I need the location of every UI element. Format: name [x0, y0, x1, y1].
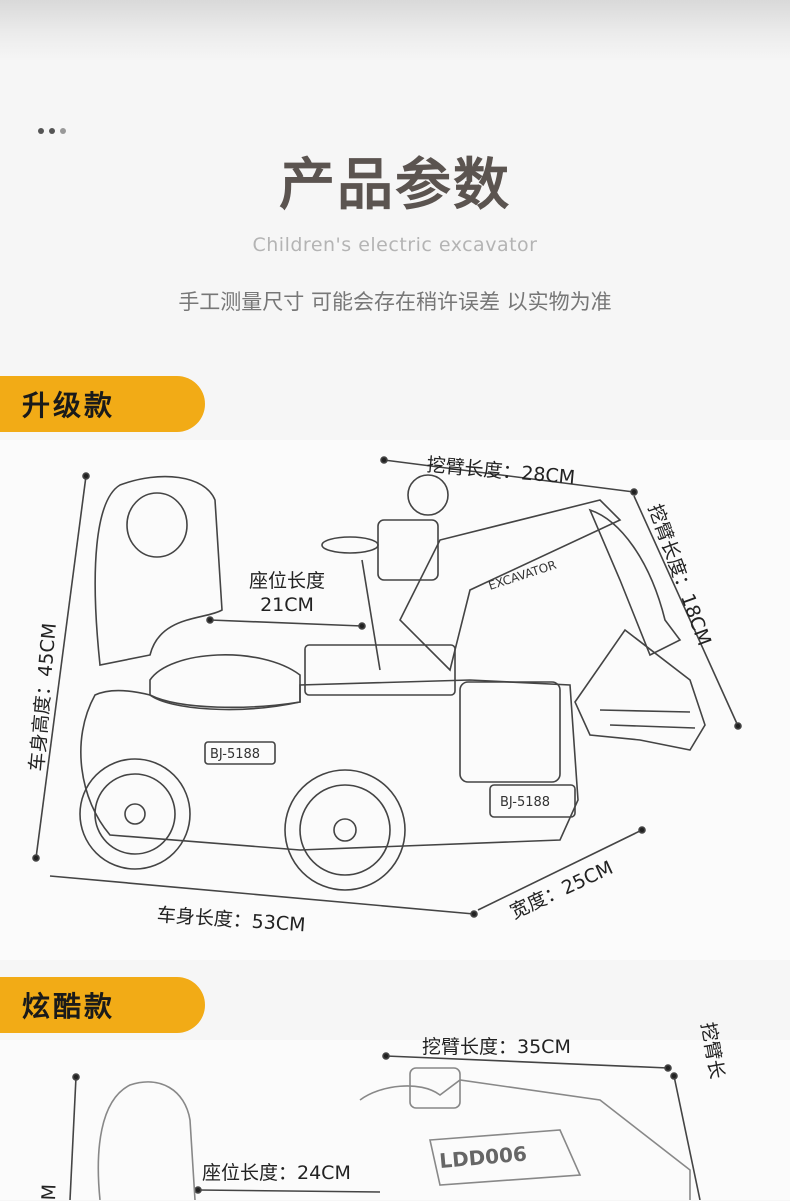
seat-length-value: 21CM — [260, 594, 314, 616]
arm-length-label-2: 挖臂长度：35CM — [422, 1036, 571, 1058]
section-badge-upgrade: 升级款 — [0, 376, 205, 432]
side-plate-decal: BJ-5188 — [210, 747, 260, 762]
model-decal: LDD006 — [438, 1141, 527, 1173]
excavator-line-drawing-2: LDD006 — [69, 1052, 701, 1200]
product-diagram-upgrade: EXCAVATOR BJ-5188 BJ-5188 挖臂长度：28CM 挖臂长度… — [0, 440, 790, 960]
seat-length-label-2: 座位长度：24CM — [202, 1162, 351, 1184]
product-diagram-cool: LDD006 挖臂长度：35CM 挖臂长 座位长度：24CM M — [0, 1021, 790, 1201]
page-title: 产品参数 — [279, 153, 511, 218]
section-badge-cool: 炫酷款 — [0, 977, 205, 1033]
english-subtitle: Children's electric excavator — [252, 234, 538, 256]
seat-length-label: 座位长度 — [248, 570, 325, 592]
body-height-label-2: M — [38, 1183, 61, 1201]
decorative-dots — [38, 128, 66, 134]
measurement-note: 手工测量尺寸 可能会存在稍许误差 以实物为准 — [178, 290, 612, 314]
excavator-line-drawing: EXCAVATOR BJ-5188 BJ-5188 — [32, 456, 742, 918]
excavator-decal: EXCAVATOR — [487, 558, 558, 593]
front-plate-decal: BJ-5188 — [500, 795, 550, 810]
top-photo-strip — [0, 0, 790, 62]
